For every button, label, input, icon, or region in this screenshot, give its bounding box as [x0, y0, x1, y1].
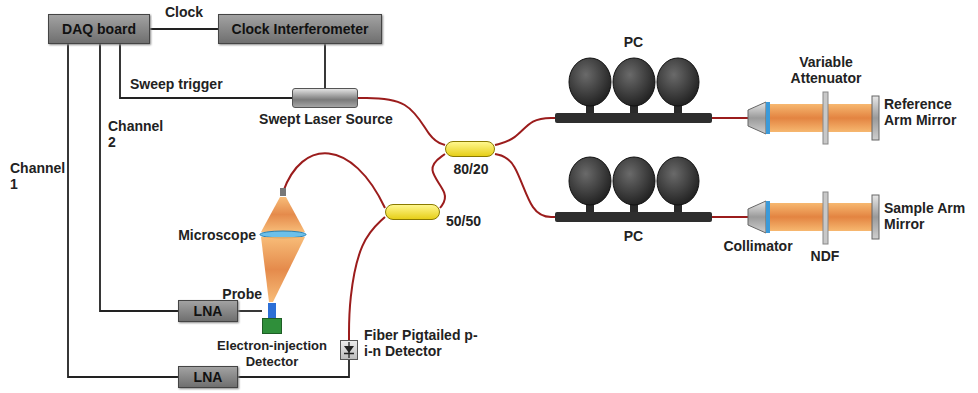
node-label: Clock Interferometer: [232, 21, 369, 37]
signal-label: Clock: [152, 4, 216, 20]
node-label: Swept Laser Source: [251, 111, 401, 127]
lna-box: LNA: [178, 366, 238, 388]
probe-tip: [268, 303, 276, 318]
signal-wire: [120, 44, 292, 98]
electron-injection-detector: Electron-injection Detector: [262, 303, 282, 334]
node-label: 50/50: [446, 213, 496, 229]
pin-detector: Fiber Pigtailed p-i-n Detector: [340, 340, 358, 360]
signal-label: Channel 2: [106, 118, 166, 150]
attenuator-label: Variable Attenuator: [780, 54, 872, 86]
filter-label: NDF: [805, 248, 845, 264]
fiber-coupler: 50/50: [385, 204, 440, 220]
detector-chip: [262, 318, 282, 334]
fiber-coupler: 80/20: [445, 141, 495, 157]
polarization-controller-paddles: [555, 58, 712, 222]
daq-board: DAQ board: [48, 14, 150, 44]
signal-label: Channel 1: [8, 160, 66, 192]
fiber: [283, 118, 748, 217]
sample-arm: [748, 192, 879, 244]
signal-label: Sweep trigger: [128, 76, 238, 92]
node-label: DAQ board: [62, 21, 136, 37]
signal-wire: [68, 44, 178, 377]
clock-interferometer: Clock Interferometer: [218, 14, 382, 44]
node-label: LNA: [194, 369, 223, 385]
polarization-controller: PC: [555, 34, 712, 123]
node-label: Fiber Pigtailed p-i-n Detector: [364, 327, 480, 359]
optical-fiber: [432, 154, 445, 208]
node-label: Electron-injection Detector: [206, 338, 338, 370]
polarization-controller: PC: [555, 162, 712, 250]
reference-arm: [748, 92, 879, 144]
node-label: PC: [555, 34, 712, 50]
signal-wire: [150, 28, 218, 30]
optical-fiber: [495, 154, 555, 217]
swept-laser: Swept Laser Source: [292, 88, 358, 108]
signal-wire: [324, 44, 326, 88]
photodiode-symbol: [341, 341, 357, 359]
microscope-label: Microscope: [170, 227, 256, 243]
mirror-label: Sample Arm Mirror: [884, 200, 974, 232]
mirror-label: Reference Arm Mirror: [884, 96, 974, 128]
node-label: 80/20: [446, 161, 496, 177]
probe-label: Probe: [212, 286, 262, 302]
collimator-label: Collimator: [713, 238, 803, 254]
optical-fiber: [495, 118, 555, 145]
microscope-optics: [260, 188, 306, 302]
node-label: PC: [555, 228, 712, 244]
node-label: LNA: [194, 303, 223, 319]
signal-wire: [238, 310, 262, 312]
lna-box: LNA: [178, 300, 238, 322]
optical-fiber: [349, 217, 385, 340]
